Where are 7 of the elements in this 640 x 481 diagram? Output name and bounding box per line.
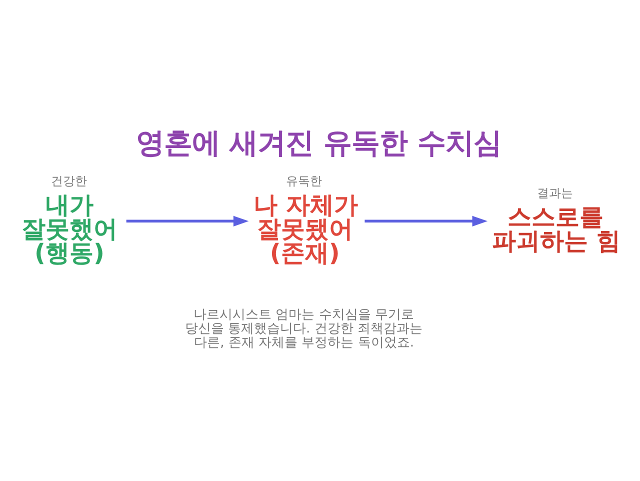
arrow xyxy=(364,216,488,227)
arrow xyxy=(126,216,249,227)
diagram-title: 영혼에 새겨진 유독한 수치심 xyxy=(136,126,502,160)
label: 나르시시스트 엄마는 수치심을 무기로 당신을 통제했습니다. 건강한 죄책감과는 다른, 존재 자체를 부정하는 독이었죠. xyxy=(184,307,422,351)
node-text: 결과는 스스로를 파괴하는 힘 xyxy=(492,186,621,256)
node-text: 건강한 내가 잘못했어 (행동) xyxy=(21,174,118,268)
node-text: 유독한 나 자체가 잘못됐어 (존재) xyxy=(254,174,358,268)
